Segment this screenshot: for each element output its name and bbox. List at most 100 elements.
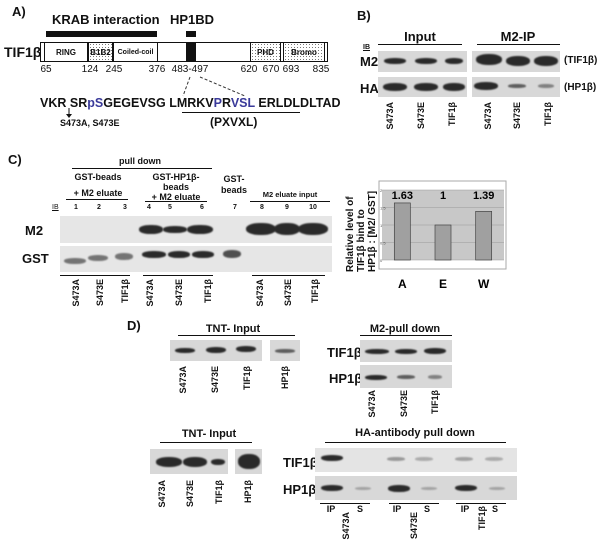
data-label: 1.63: [392, 190, 413, 202]
group2-title: GST-HP1β-: [152, 172, 200, 182]
coiled-coil-domain: Coiled-coil: [113, 42, 158, 62]
krab-bar: [46, 31, 157, 37]
motif-label: (PXVXL): [210, 115, 258, 129]
blot: [360, 365, 452, 388]
motif-line: [182, 112, 300, 113]
row-ha: HA: [360, 81, 379, 96]
lane-label: TIF1β: [203, 279, 213, 303]
group1-sub: + M2 eluate: [73, 188, 123, 198]
row-tif1b: TIF1β: [283, 455, 318, 470]
lane-label: S473A: [385, 102, 395, 130]
ring-domain: RING: [44, 42, 88, 62]
row-hp1b: HP1β: [283, 482, 317, 497]
group2-sub: beads: [162, 182, 190, 192]
group3-sub: beads: [220, 185, 248, 195]
blot: [150, 449, 228, 474]
seq-pre: VKR SR: [40, 96, 88, 110]
ip-label: IP: [392, 504, 402, 514]
lane-number: 9: [285, 204, 289, 211]
divider: [66, 199, 128, 200]
data-label: 1.39: [473, 190, 494, 202]
lane-number: 10: [309, 204, 317, 211]
s-label: S: [423, 504, 431, 514]
lane-label: S473A: [255, 279, 265, 307]
blot: [315, 448, 517, 472]
divider: [477, 44, 560, 45]
bar: [475, 211, 493, 261]
x-tick-label: E: [439, 277, 447, 291]
row-gst: GST: [22, 251, 49, 266]
blot: [360, 340, 452, 362]
ib-label: IB: [363, 44, 370, 51]
lane-number: 8: [260, 204, 264, 211]
ib-label: IB: [52, 204, 59, 211]
blot: [378, 51, 467, 72]
group2-sub2: + M2 eluate: [151, 192, 201, 202]
bar: [434, 224, 452, 261]
m2-pulldown-title: M2-pull down: [369, 323, 441, 335]
x-tick-label: W: [478, 277, 490, 291]
divider: [60, 275, 130, 276]
hp1bd-bar: [186, 31, 196, 37]
protein-label: TIF1β: [4, 44, 42, 60]
panel-c-label: C): [8, 152, 22, 167]
seq-mid: GEGEVSG LMRKV: [103, 96, 214, 110]
seq-s: S: [239, 96, 248, 110]
row-m2: M2: [360, 54, 379, 69]
pulldown-title: pull down: [119, 156, 161, 166]
lane-label: S473E: [210, 366, 220, 394]
divider: [456, 503, 506, 504]
lane-number: 4: [147, 204, 151, 211]
lane-label: TIF1β: [242, 366, 252, 390]
seq-v: V: [230, 96, 240, 110]
row-hp1b: HP1β: [329, 371, 363, 386]
lane-label: S473A: [341, 512, 351, 540]
seq-ps: pS: [87, 96, 104, 110]
blot: [235, 449, 262, 474]
tnt-input-title: TNT- Input: [205, 323, 261, 335]
pos: 65: [40, 64, 52, 75]
y-tick-label: 2: [380, 188, 383, 193]
lane-label: S473E: [95, 279, 105, 307]
divider: [250, 201, 330, 202]
y-tick-label: 0.5: [380, 241, 386, 246]
row-m2: M2: [25, 223, 44, 238]
lane-label: HP1β: [243, 480, 253, 504]
blot: [270, 340, 300, 361]
divider: [252, 275, 325, 276]
blot: [170, 340, 262, 361]
blot: [378, 77, 467, 97]
pos: 376: [148, 64, 166, 75]
divider: [325, 442, 506, 443]
pos: 835: [312, 64, 330, 75]
blot: [60, 216, 332, 243]
pos: 620: [240, 64, 258, 75]
input-title: Input: [404, 29, 436, 44]
m2ip-title: M2-IP: [500, 29, 536, 44]
group1-title: GST-beads: [74, 172, 122, 182]
chart-ylabel: Relative level of TIF1β bind to HP1β : […: [345, 190, 378, 272]
divider: [378, 44, 462, 45]
data-label: 1: [440, 190, 446, 202]
tnt-input-title-2: TNT- Input: [181, 428, 237, 440]
hp1bd-label: HP1BD: [170, 12, 215, 27]
lane-label: S473E: [409, 512, 419, 540]
s-label: S: [491, 504, 499, 514]
lane-number: 7: [233, 204, 237, 211]
y-tick-label: 1.5: [380, 206, 386, 211]
sequence: VKR SRpSGEGEVSG LMRKVPRVSL ERLDLDLTAD: [40, 96, 341, 110]
ha-pulldown-title: HA-antibody pull down: [355, 427, 475, 439]
divider: [143, 275, 213, 276]
lane-label: TIF1β: [214, 480, 224, 504]
seq-p: P: [213, 96, 222, 110]
lane-label: S473E: [283, 279, 293, 307]
b1b2-domain: B1B2: [88, 42, 113, 62]
seq-r: R: [222, 96, 231, 110]
lane-label: S473A: [178, 366, 188, 394]
divider: [320, 503, 370, 504]
lane-number: 1: [74, 204, 78, 211]
seq-post: ERLDLDLTAD: [254, 96, 341, 110]
hp1bd-block: [186, 42, 196, 62]
lane-label: S473A: [483, 102, 493, 130]
